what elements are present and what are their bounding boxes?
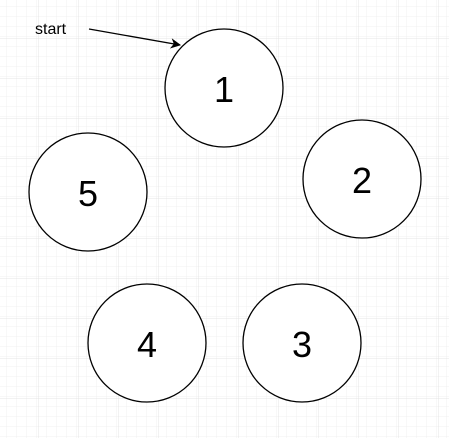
node-3[interactable]: 3 (242, 283, 362, 403)
node-4-circle (87, 283, 207, 403)
start-arrow (88, 28, 182, 49)
node-2-circle (302, 119, 422, 239)
node-2-label: 2 (352, 160, 372, 201)
start-label: start (35, 21, 67, 38)
node-4[interactable]: 4 (87, 283, 207, 403)
node-1[interactable]: 1 (164, 28, 284, 148)
node-1-circle (164, 28, 284, 148)
node-3-label: 3 (292, 324, 312, 365)
node-3-circle (242, 283, 362, 403)
node-5-label: 5 (78, 173, 98, 214)
node-5-circle (28, 132, 148, 252)
node-1-label: 1 (214, 69, 234, 110)
node-2[interactable]: 2 (302, 119, 422, 239)
node-4-label: 4 (137, 324, 157, 365)
node-5[interactable]: 5 (28, 132, 148, 252)
